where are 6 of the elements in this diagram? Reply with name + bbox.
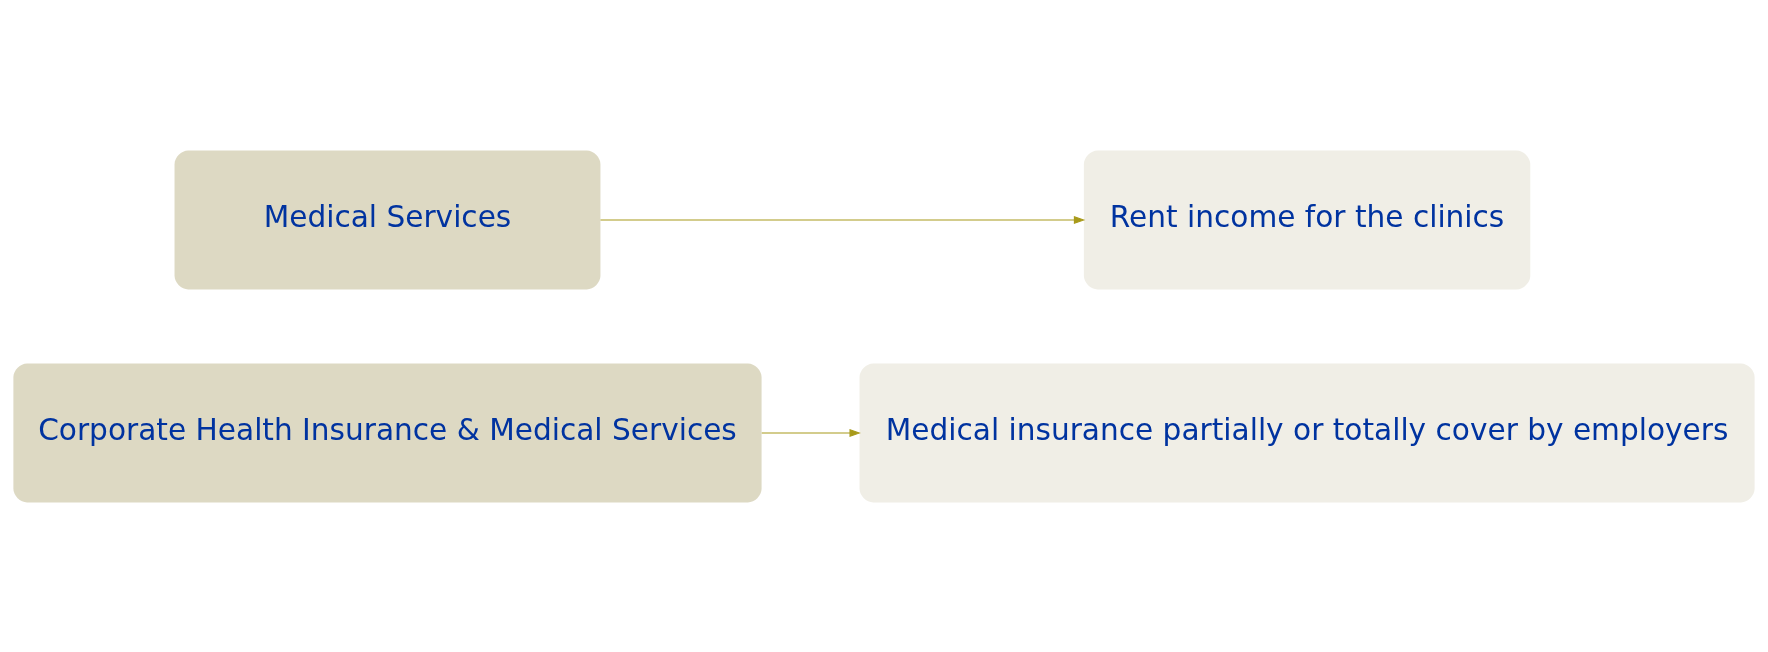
node-box: Medical insurance partially or totally cover by employers [859, 363, 1755, 502]
node-box: Corporate Health Insurance & Medical Services [13, 363, 762, 502]
arrow [761, 428, 861, 437]
node-box: Medical Services [174, 150, 601, 289]
arrow [599, 215, 1086, 224]
node-box: Rent income for the clinics [1083, 150, 1531, 289]
